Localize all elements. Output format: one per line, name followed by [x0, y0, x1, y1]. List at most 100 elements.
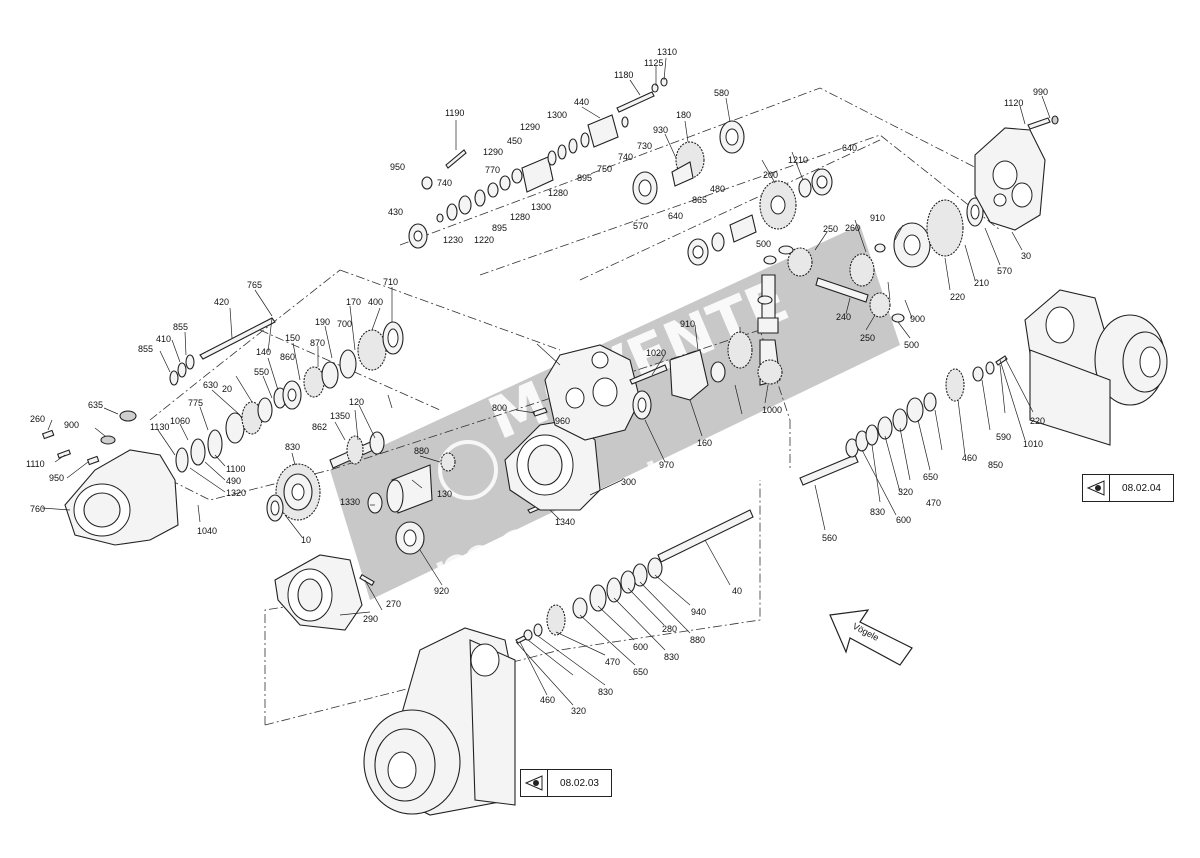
reference-box-08-02-03[interactable]: 08.02.03 — [520, 769, 612, 797]
part-number-label: 220 — [1030, 416, 1045, 426]
part-number-label: 1230 — [443, 235, 463, 245]
part-number-label: 1290 — [520, 122, 540, 132]
part-number-label: 900 — [910, 314, 925, 324]
part-number-label: 1110 — [26, 459, 45, 469]
part-number-label: 500 — [756, 239, 771, 249]
parts: Vögele — [41, 77, 1168, 816]
part-number-label: 490 — [226, 476, 241, 486]
reference-box-08-02-04[interactable]: 08.02.04 — [1082, 474, 1174, 502]
part-number-label: 950 — [49, 473, 64, 483]
part-number-label: 730 — [637, 141, 652, 151]
part-number-label: 140 — [256, 347, 271, 357]
part-number-label: 650 — [633, 667, 648, 677]
part-number-label: 160 — [697, 438, 712, 448]
part-number-label: 740 — [618, 152, 633, 162]
part-number-label: 830 — [664, 652, 679, 662]
part-number-label: 1280 — [510, 212, 530, 222]
part-number-label: 880 — [690, 635, 705, 645]
part-number-label: 775 — [188, 398, 203, 408]
part-number-label: 1060 — [170, 416, 190, 426]
part-number-label: 970 — [659, 460, 674, 470]
reference-box-label: 08.02.03 — [560, 777, 599, 789]
part-number-label: 910 — [680, 319, 695, 329]
direction-arrow: Vögele — [829, 609, 913, 666]
part-number-label: 1190 — [445, 108, 464, 118]
part-number-label: 440 — [574, 97, 589, 107]
part-number-label: 700 — [337, 319, 352, 329]
part-number-label: 830 — [285, 442, 300, 452]
part-number-label: 1120 — [1004, 98, 1023, 108]
part-number-label: 430 — [388, 207, 403, 217]
part-number-label: 1125 — [644, 58, 663, 68]
part-number-label: 855 — [138, 344, 153, 354]
part-number-label: 1210 — [788, 155, 808, 165]
part-number-label: 20 — [222, 384, 232, 394]
part-number-label: 210 — [974, 278, 989, 288]
part-number-label: 1010 — [1023, 439, 1043, 449]
part-number-label: 850 — [988, 460, 1003, 470]
part-number-label: 1130 — [150, 422, 169, 432]
part-number-label: 480 — [710, 184, 725, 194]
part-number-label: 460 — [540, 695, 555, 705]
part-number-label: 862 — [312, 422, 327, 432]
part-number-label: 1340 — [555, 517, 575, 527]
part-number-label: 830 — [598, 687, 613, 697]
part-number-label: 240 — [836, 312, 851, 322]
part-number-label: 600 — [633, 642, 648, 652]
part-number-label: 280 — [662, 624, 677, 634]
part-number-label: 300 — [621, 477, 636, 487]
part-number-label: 150 — [285, 333, 300, 343]
part-number-label: 1320 — [226, 488, 246, 498]
part-number-label: 990 — [1033, 87, 1048, 97]
part-number-label: 320 — [571, 706, 586, 716]
eye-arrow-icon — [521, 770, 548, 796]
part-number-label: 320 — [898, 487, 913, 497]
part-number-label: 450 — [507, 136, 522, 146]
part-number-label: 1330 — [340, 497, 360, 507]
part-number-label: 765 — [247, 280, 262, 290]
part-number-label: 750 — [597, 164, 612, 174]
part-number-label: 865 — [692, 195, 707, 205]
part-number-label: 710 — [383, 277, 398, 287]
leader-lines — [41, 57, 1051, 706]
part-number-label: 930 — [653, 125, 668, 135]
part-number-label: 630 — [203, 380, 218, 390]
part-number-label: 250 — [860, 333, 875, 343]
part-number-label: 940 — [691, 607, 706, 617]
part-number-label: 855 — [173, 322, 188, 332]
part-number-label: 200 — [763, 170, 778, 180]
part-number-label: 30 — [1021, 251, 1031, 261]
part-number-label: 895 — [577, 173, 592, 183]
part-number-label: 170 — [346, 297, 361, 307]
part-number-label: 1310 — [657, 47, 677, 57]
part-number-label: 1280 — [548, 188, 568, 198]
part-number-label: 580 — [714, 88, 729, 98]
part-number-label: 830 — [870, 507, 885, 517]
part-number-label: 1300 — [531, 202, 551, 212]
part-number-label: 1040 — [197, 526, 217, 536]
part-number-label: 1300 — [547, 110, 567, 120]
part-number-label: 640 — [668, 211, 683, 221]
part-number-label: 870 — [310, 338, 325, 348]
part-number-label: 290 — [363, 614, 378, 624]
part-number-label: 950 — [390, 162, 405, 172]
eye-arrow-icon — [1083, 475, 1110, 501]
part-number-label: 1220 — [474, 235, 494, 245]
part-number-label: 760 — [30, 504, 45, 514]
part-number-label: 880 — [414, 446, 429, 456]
part-number-label: 420 — [214, 297, 229, 307]
part-number-label: 270 — [386, 599, 401, 609]
part-number-label: 800 — [492, 403, 507, 413]
part-number-label: 900 — [64, 420, 79, 430]
reference-box-label: 08.02.04 — [1122, 482, 1161, 494]
part-number-label: 600 — [896, 515, 911, 525]
part-number-label: 550 — [254, 367, 269, 377]
part-number-label: 1020 — [646, 348, 666, 358]
part-number-label: 570 — [633, 221, 648, 231]
part-number-label: 470 — [926, 498, 941, 508]
part-number-label: 1350 — [330, 411, 350, 421]
part-number-label: 190 — [315, 317, 330, 327]
part-number-label: 960 — [555, 416, 570, 426]
